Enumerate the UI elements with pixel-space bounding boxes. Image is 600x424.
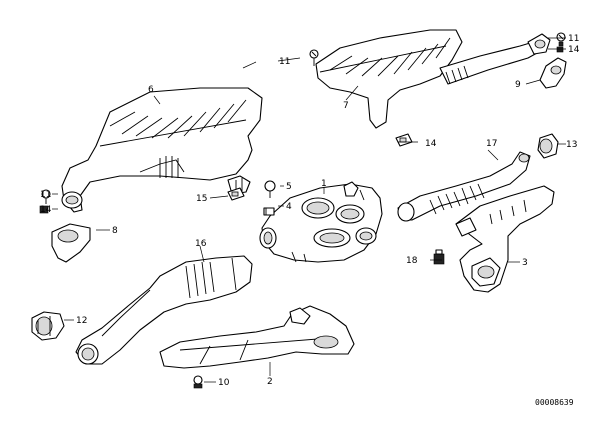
- duct-part-3: [455, 185, 555, 293]
- callout-11-left: 11: [40, 190, 51, 200]
- leader-lines: [52, 37, 566, 383]
- elbow-part-8: [51, 223, 91, 263]
- clip-part-10: [193, 375, 203, 389]
- air-duct-part-7: [315, 29, 551, 129]
- air-duct-part-6: [61, 87, 263, 213]
- clip-part-15-right: [395, 133, 413, 147]
- hose-part-17: [397, 151, 531, 222]
- callout-6: 6: [148, 85, 154, 95]
- callout-1: 1: [321, 179, 327, 189]
- callout-18: 18: [406, 256, 418, 266]
- callout-9: 9: [515, 80, 521, 90]
- callout-16: 16: [195, 239, 207, 249]
- screw-part-11-left: [41, 189, 51, 204]
- callout-13: 13: [566, 140, 577, 150]
- callout-5: 5: [286, 182, 292, 192]
- callout-15-right: 14: [425, 139, 437, 149]
- callout-14-upper-right: 14: [568, 45, 580, 55]
- clip-part-14-upper-right: [556, 46, 564, 53]
- duct-part-2: [159, 305, 355, 369]
- callout-17: 17: [486, 139, 497, 149]
- screw-part-5: [264, 180, 276, 198]
- callout-3: 3: [522, 258, 528, 268]
- elbow-part-9: [539, 57, 567, 89]
- screw-part-11-upper-right: [556, 32, 566, 47]
- callout-14-left: 14: [40, 205, 52, 215]
- callout-15-left: 15: [196, 194, 207, 204]
- grommet-part-12: [31, 311, 65, 341]
- callout-2: 2: [267, 377, 273, 387]
- callout-labels: 6 11 7 14 17 13 9 11 14 1 5 4 15 11 14 8…: [40, 34, 580, 388]
- grommet-part-13: [537, 133, 559, 159]
- nut-part-4: [263, 207, 275, 216]
- distribution-housing-part-1: [259, 181, 383, 263]
- callout-12: 12: [76, 316, 87, 326]
- callout-11-upper-right: 11: [568, 34, 579, 44]
- clip-part-18: [433, 249, 445, 265]
- hose-part-16: [75, 255, 253, 365]
- clip-part-15-left: [227, 187, 245, 201]
- callout-11-center: 11: [279, 57, 290, 67]
- callout-8: 8: [112, 226, 118, 236]
- callout-7: 7: [343, 101, 349, 111]
- callout-10: 10: [218, 378, 230, 388]
- diagram-reference-number: 00008639: [535, 398, 574, 407]
- callout-4: 4: [286, 202, 292, 212]
- screw-part-11-center: [309, 49, 319, 66]
- clip-part-14-left: [39, 205, 49, 214]
